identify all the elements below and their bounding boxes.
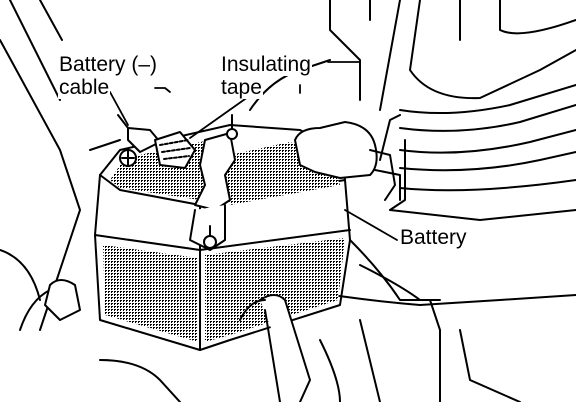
label-insulating-tape: Insulating (220, 53, 312, 76)
leader-battery-cable (109, 91, 129, 126)
leader-lines (109, 61, 398, 241)
hold-down-bracket (189, 132, 236, 251)
insulating-tape (154, 131, 196, 169)
positive-cable-boot (294, 121, 401, 201)
positive-terminal (226, 114, 238, 140)
leader-insulating-tape (189, 91, 256, 139)
front-hoses (44, 279, 311, 402)
label-battery: Battery (399, 226, 468, 249)
label-insulating-tape-line2: tape (220, 76, 263, 99)
leader-battery (344, 209, 398, 241)
label-battery-cable-line2: cable (58, 76, 111, 99)
battery-negative-cable (117, 114, 161, 153)
negative-terminal (119, 149, 137, 167)
label-battery-cable: Battery (–) (58, 53, 159, 76)
